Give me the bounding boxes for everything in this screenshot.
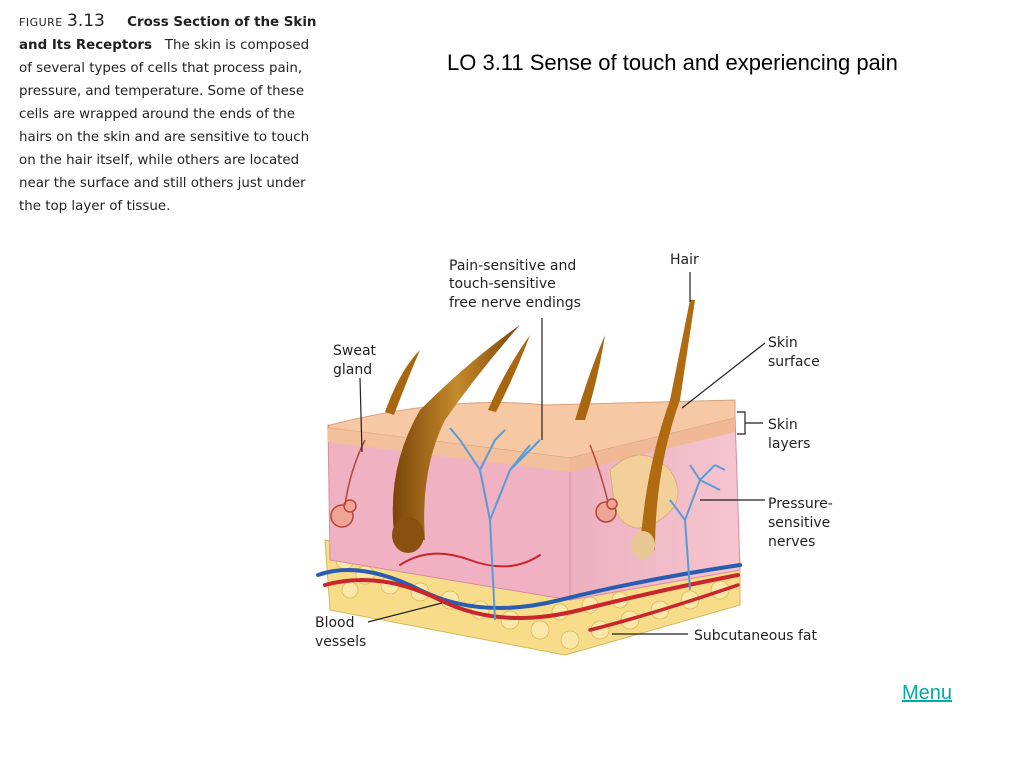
svg-text:Skin: Skin: [768, 335, 798, 351]
hairs: [385, 300, 695, 559]
figure-body: The skin is composed of several types of…: [19, 38, 310, 214]
svg-text:Pain-sensitive and: Pain-sensitive and: [449, 258, 576, 274]
label-skin-layers: Skin layers: [768, 417, 810, 452]
svg-text:free nerve endings: free nerve endings: [449, 295, 581, 311]
blood-vessels: [316, 552, 742, 632]
label-pain-nerves: Pain-sensitive and touch-sensitive free …: [449, 258, 581, 311]
svg-text:gland: gland: [333, 362, 372, 378]
sweat-gland: [330, 439, 618, 528]
svg-text:touch-sensitive: touch-sensitive: [449, 276, 556, 292]
label-sweat-gland: Sweat gland: [333, 343, 377, 378]
svg-text:vessels: vessels: [315, 634, 366, 650]
epidermis-band: [328, 428, 570, 472]
svg-text:Pressure-: Pressure-: [768, 496, 833, 512]
label-hair: Hair: [670, 252, 699, 268]
pressure-sensitive-nerves: [669, 464, 726, 591]
svg-text:Skin: Skin: [768, 417, 798, 433]
figure-caption: FIGURE 3.13 Cross Section of the Skin an…: [19, 10, 319, 218]
label-blood-vessels: Blood vessels: [315, 615, 366, 650]
svg-text:layers: layers: [768, 436, 810, 452]
figure-title: Cross Section of the Skin and Its Recept…: [19, 15, 317, 53]
figure-word: FIGURE: [19, 16, 63, 29]
figure-number: 3.13: [67, 11, 105, 31]
svg-text:Blood: Blood: [315, 615, 355, 631]
label-pressure-nerves: Pressure- sensitive nerves: [768, 496, 833, 550]
svg-text:sensitive: sensitive: [768, 515, 830, 531]
label-subcutaneous-fat: Subcutaneous fat: [694, 628, 817, 644]
svg-text:nerves: nerves: [768, 534, 815, 550]
leader-lines: [359, 272, 766, 635]
svg-text:Sweat: Sweat: [333, 343, 377, 359]
svg-text:surface: surface: [768, 354, 820, 370]
label-skin-surface: Skin surface: [768, 335, 820, 370]
slide-title: LO 3.11 Sense of touch and experiencing …: [447, 50, 898, 75]
free-nerve-endings: [449, 427, 541, 621]
menu-link[interactable]: Menu: [902, 682, 953, 704]
